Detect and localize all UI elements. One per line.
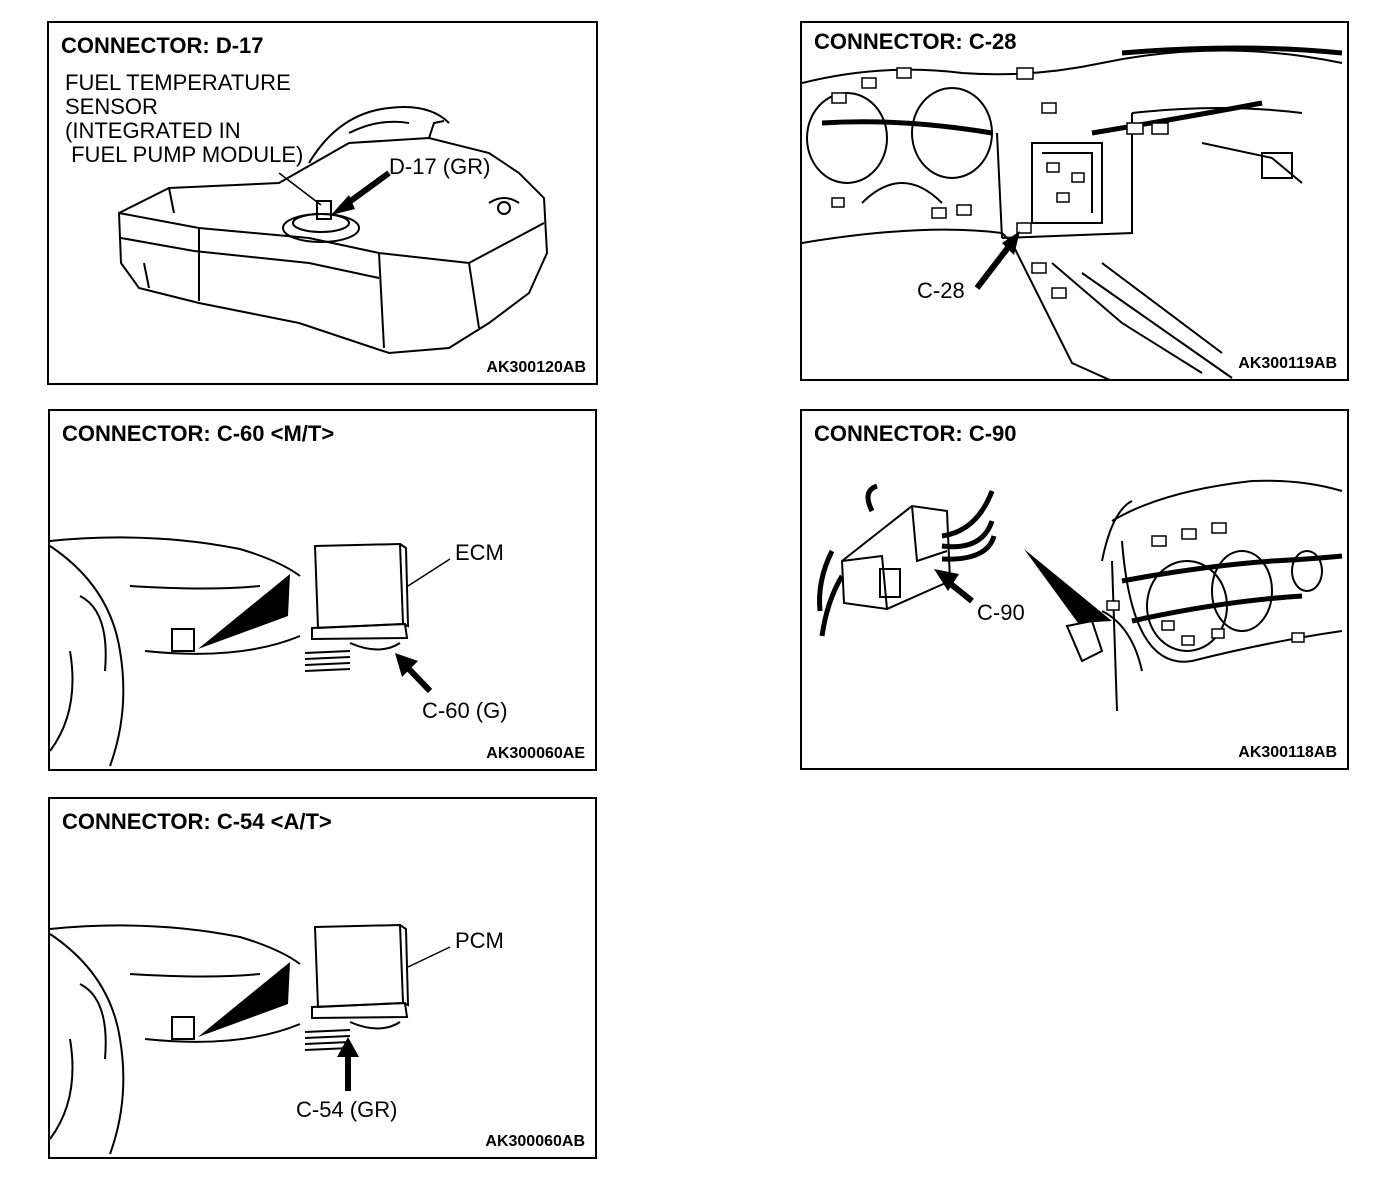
- panel-title: CONNECTOR: C-60 <M/T>: [62, 421, 339, 447]
- connector-label: C-90: [977, 600, 1025, 625]
- module-label: ECM: [455, 540, 504, 565]
- panel-title: CONNECTOR: C-28: [814, 29, 1021, 55]
- connector-c90-illustration: [817, 479, 1343, 712]
- panel-title: CONNECTOR: D-17: [61, 33, 268, 59]
- panel-connector-c90: CONNECTOR: C-90: [800, 409, 1349, 770]
- panel-connector-d17: CONNECTOR: D-17: [47, 21, 598, 385]
- panel-title: CONNECTOR: C-54 <A/T>: [62, 809, 336, 835]
- fuel-tank-illustration: [117, 106, 549, 355]
- connector-label: C-54 (GR): [296, 1097, 398, 1122]
- panel-connector-c60: CONNECTOR: C-60 <M/T> ECM C-60 (G) AK300…: [48, 409, 597, 771]
- connector-label: C-60 (G): [422, 698, 508, 723]
- connector-label: C-28: [917, 278, 965, 303]
- sensor-label-line: FUEL PUMP MODULE): [65, 142, 304, 167]
- dashboard-wiring-illustration: [802, 45, 1343, 379]
- ecm-location-illustration: [50, 536, 451, 767]
- figure-code: AK300118AB: [1234, 744, 1337, 762]
- connector-label: D-17 (GR): [389, 154, 491, 179]
- sensor-label-line: SENSOR: [65, 94, 158, 119]
- sensor-label: FUEL TEMPERATURE SENSOR (INTEGRATED IN F…: [65, 71, 303, 167]
- sensor-label-line: FUEL TEMPERATURE: [65, 70, 291, 95]
- figure-code: AK300120AB: [482, 359, 586, 377]
- panel-title: CONNECTOR: C-90: [814, 421, 1021, 447]
- figure-code: AK300060AB: [481, 1133, 585, 1151]
- panel-connector-c54: CONNECTOR: C-54 <A/T> PCM C-54 (GR) AK30…: [48, 797, 597, 1159]
- module-label: PCM: [455, 928, 504, 953]
- figure-code: AK300060AE: [482, 745, 585, 763]
- panel-connector-c28: CONNECTOR: C-28: [800, 21, 1349, 381]
- sensor-label-line: (INTEGRATED IN: [65, 118, 241, 143]
- pcm-location-illustration: [50, 923, 451, 1155]
- figure-code: AK300119AB: [1234, 355, 1337, 373]
